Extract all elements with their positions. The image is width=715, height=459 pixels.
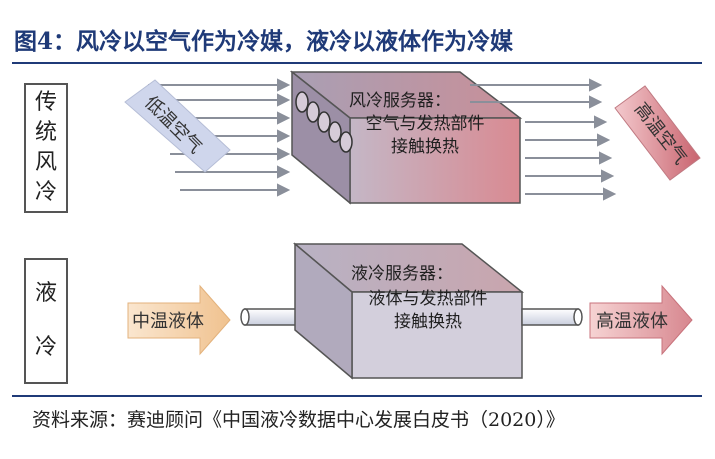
row-label-air-char: 统: [34, 120, 57, 145]
air-server-desc: 空气与发热部件: [366, 114, 485, 134]
air-server-desc: 接触换热: [391, 137, 459, 157]
air-server-title: 风冷服务器：: [349, 91, 451, 111]
row-label-air-char: 风: [34, 150, 57, 175]
watermark: 头条 @未来智库: [575, 430, 693, 449]
liquid-outlet-pipe: [521, 308, 583, 326]
mid-temp-liquid-arrow: 中温液体: [127, 284, 231, 356]
high-temp-liquid-arrow: 高温液体: [589, 284, 693, 356]
row-label-liquid-char: 冷: [34, 335, 57, 360]
liquid-server-desc: 接触换热: [394, 312, 462, 332]
liquid-server-title: 液冷服务器：: [351, 264, 453, 284]
row-label-air-cooling: 传 统 风 冷: [24, 83, 68, 213]
row-label-liquid-char: 液: [34, 281, 57, 306]
air-inflow-lines: [148, 78, 291, 197]
row-label-liquid-cooling: 液 冷: [24, 258, 68, 384]
air-outflow-lines: [470, 78, 617, 201]
figure-title: 图4：风冷以空气作为冷媒，液冷以液体作为冷媒: [14, 28, 514, 55]
mid-temp-liquid-label: 中温液体: [132, 311, 204, 332]
liquid-cooled-server: 液冷服务器： 液体与发热部件 接触换热: [292, 242, 525, 380]
row-label-air-char: 传: [34, 90, 57, 115]
source-rule: [12, 395, 702, 397]
row-label-air-char: 冷: [34, 180, 57, 205]
air-vent-holes: [295, 91, 353, 153]
high-temp-liquid-label: 高温液体: [596, 311, 668, 332]
low-temp-air-arrow: 低温空气: [124, 79, 231, 173]
air-cooled-server: 风冷服务器： 空气与发热部件 接触换热: [289, 70, 523, 205]
source-note: 资料来源：赛迪顾问《中国液冷数据中心发展白皮书（2020）》: [32, 409, 565, 431]
title-rule: [12, 62, 702, 64]
high-temp-air-arrow: 高温空气: [614, 85, 701, 181]
liquid-server-desc: 液体与发热部件: [369, 289, 488, 309]
